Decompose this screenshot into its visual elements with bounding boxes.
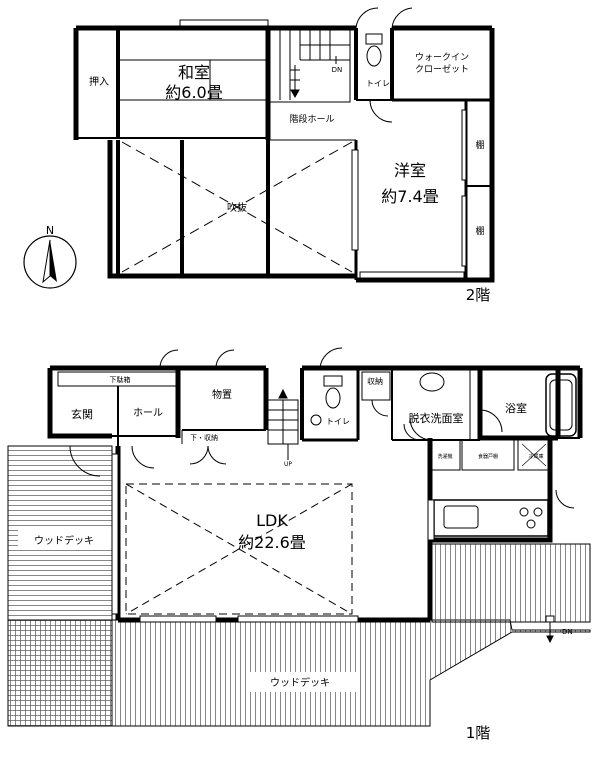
washitsu-size: 約6.0畳 xyxy=(165,83,222,102)
toilet1-label: トイレ xyxy=(326,417,350,426)
oshiire-label: 押入 xyxy=(89,75,109,88)
yokushitsu-label: 浴室 xyxy=(505,401,527,415)
floor1-label: 1階 xyxy=(466,724,491,742)
floor2-label: 2階 xyxy=(466,286,491,304)
deck-left-label: ウッドデッキ xyxy=(34,534,94,547)
shuno-label: 収納 xyxy=(367,376,383,386)
reizoko-label: 冷蔵庫 xyxy=(528,453,543,460)
compass-north-label: N xyxy=(46,224,54,237)
washitsu-label: 和室 xyxy=(178,63,210,82)
floor1-plan xyxy=(47,347,583,644)
deck-bottom-label: ウッドデッキ xyxy=(270,676,330,689)
up-label: UP xyxy=(284,461,292,468)
genkan-label: 玄関 xyxy=(71,407,93,421)
compass-icon xyxy=(23,235,77,289)
sentakuki-label: 洗濯機 xyxy=(437,453,452,460)
tana1-label: 棚 xyxy=(475,139,484,151)
wic-label-1: ウォークイン xyxy=(415,52,469,63)
wic-label-2: クローゼット xyxy=(415,63,469,75)
youshitsu-label: 洋室 xyxy=(394,161,426,180)
kaidan-hall-label: 階段ホール xyxy=(289,113,334,125)
youshitsu-size: 約7.4畳 xyxy=(381,187,438,206)
datsui-label: 脱衣洗面室 xyxy=(409,411,464,425)
ldk-label: LDK xyxy=(256,511,288,530)
dn2-label: DN xyxy=(332,66,343,74)
dn1-label: DN xyxy=(562,628,573,636)
getabako-label: 下駄箱 xyxy=(110,375,131,384)
tana2-label: 棚 xyxy=(475,225,484,237)
hall-label: ホール xyxy=(133,407,163,419)
shita-shuno-label: 下・収納 xyxy=(190,433,218,442)
floor2-plan xyxy=(73,7,495,283)
fukinuke-label: 吹抜 xyxy=(227,201,247,214)
ldk-size: 約22.6畳 xyxy=(238,533,306,552)
shokkisenjo-label: 食器戸棚 xyxy=(478,453,498,460)
toilet2-label: トイレ xyxy=(366,79,390,88)
monooki-label: 物置 xyxy=(212,388,232,401)
